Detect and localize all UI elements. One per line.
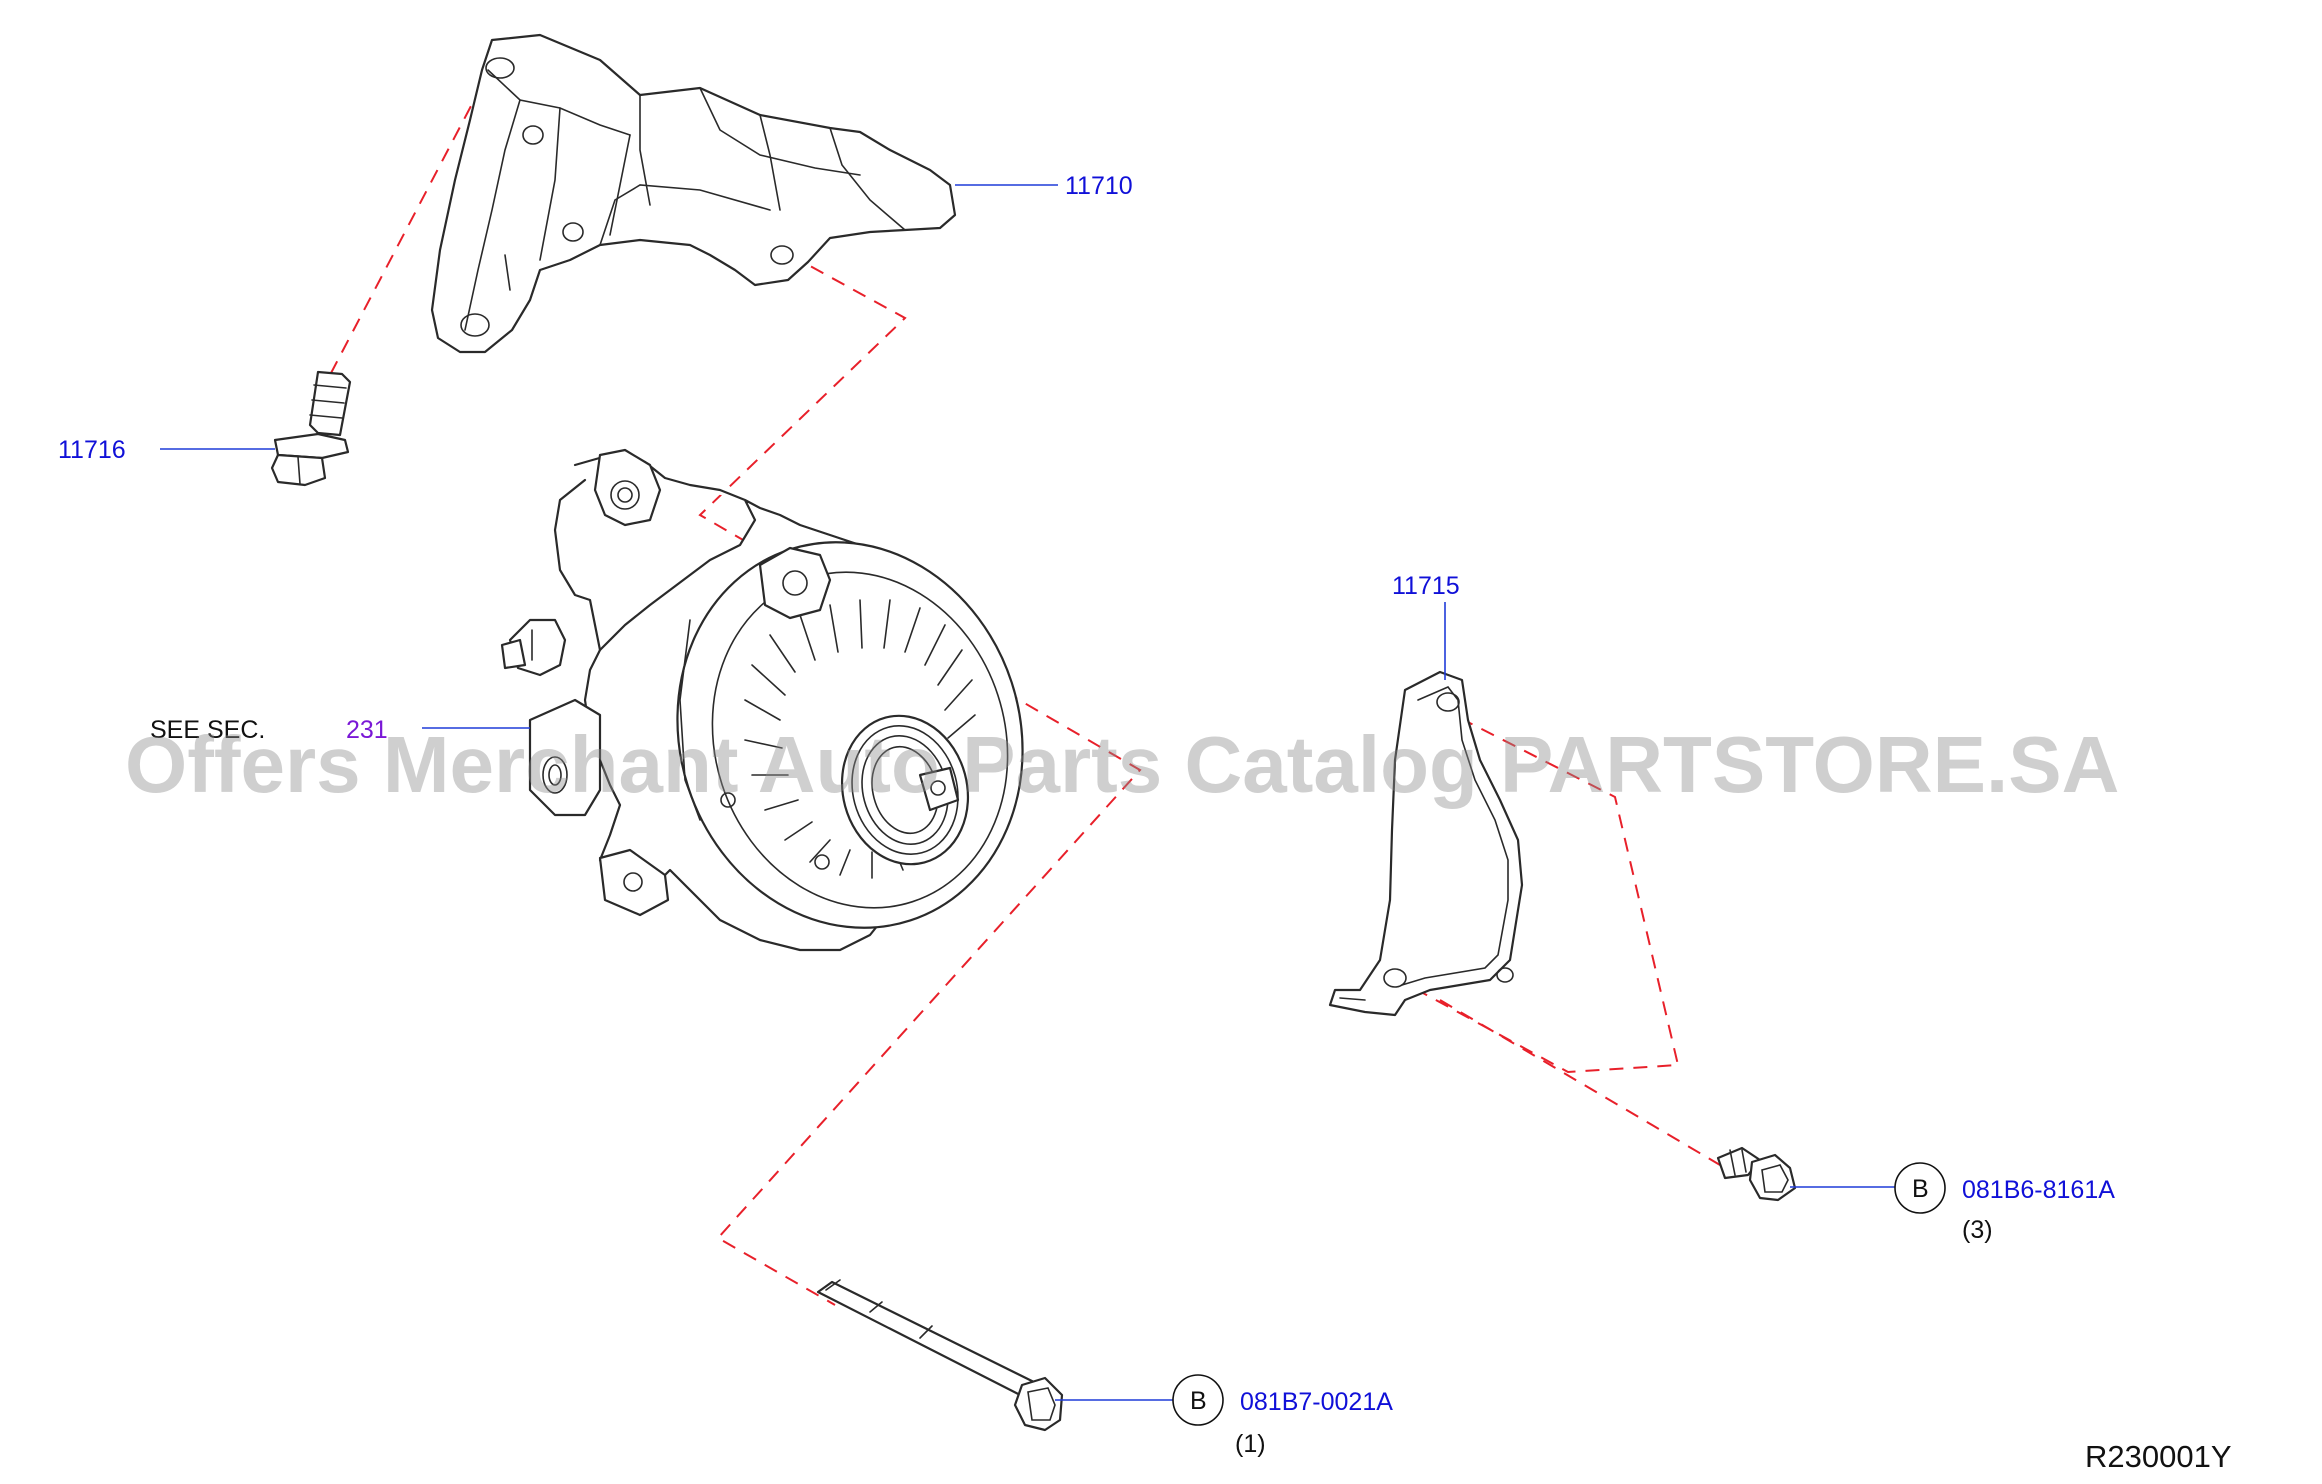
callout-11710[interactable]: 11710 [1065, 172, 1133, 200]
marker-circle-b-long [1172, 1374, 1224, 1426]
section-link-231[interactable]: 231 [346, 716, 388, 744]
leader-lines [160, 184, 1902, 1401]
marker-circle-b-right [1894, 1162, 1946, 1214]
callout-11715[interactable]: 11715 [1392, 572, 1460, 600]
bolt-11716[interactable] [270, 370, 352, 487]
assembly-lines [329, 84, 1721, 1306]
diagram-code: R230001Y [2085, 1439, 2232, 1474]
callout-081B6-8161A[interactable]: 081B6-8161A [1962, 1176, 2115, 1204]
marker-b-right: B [1912, 1175, 1929, 1203]
bracket-plate-11715[interactable] [1328, 670, 1524, 1017]
callout-081B7-0021A[interactable]: 081B7-0021A [1240, 1388, 1393, 1416]
bolt-081B6-8161A[interactable] [1716, 1146, 1797, 1202]
alternator[interactable] [500, 448, 1072, 973]
qty-081B6-8161A: (3) [1962, 1216, 1993, 1244]
callout-11716[interactable]: 11716 [58, 436, 126, 464]
see-section-label: SEE SEC. [150, 716, 265, 744]
mounting-bracket-11710[interactable] [430, 33, 957, 354]
marker-b-long: B [1190, 1387, 1207, 1415]
watermark: Offers Merchant Auto Parts Catalog PARTS… [125, 720, 2119, 809]
qty-081B7-0021A: (1) [1235, 1430, 1266, 1458]
bolt-081B7-0021A[interactable] [816, 1279, 1064, 1432]
